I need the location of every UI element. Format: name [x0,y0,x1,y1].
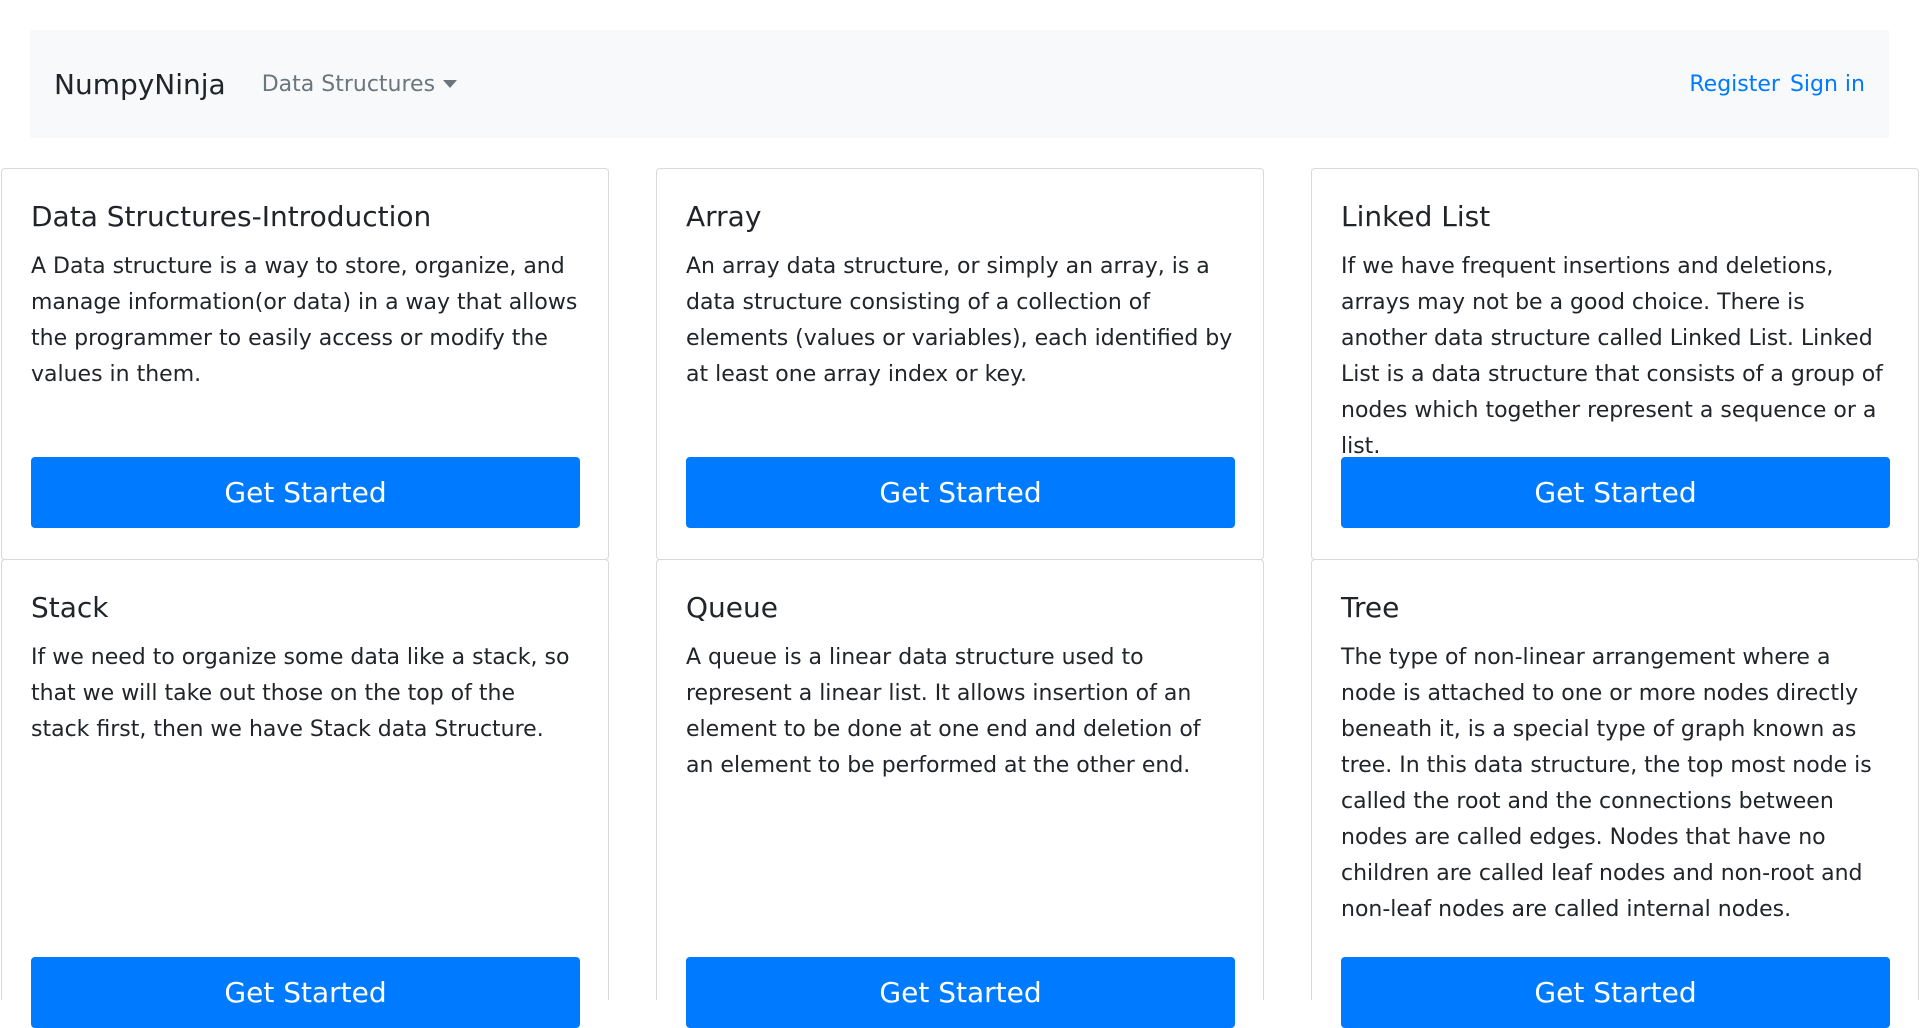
card-stack: Stack If we need to organize some data l… [1,559,609,1028]
card-queue: Queue A queue is a linear data structure… [656,559,1264,1028]
register-link[interactable]: Register [1689,71,1780,97]
card-title: Stack [31,591,109,624]
card-text: A queue is a linear data structure used … [686,645,1201,779]
dropdown-label: Data Structures [261,71,436,97]
card-title: Queue [686,591,778,624]
get-started-button[interactable]: Get Started [686,457,1235,528]
auth-links: Register Sign in [1689,72,1865,97]
card-tree: Tree The type of non-linear arrangement … [1311,559,1919,1028]
get-started-button[interactable]: Get Started [31,457,580,528]
get-started-button[interactable]: Get Started [686,957,1235,1028]
card-text: An array data structure, or simply an ar… [686,254,1233,388]
card-title: Data Structures-Introduction [31,200,432,233]
card-data-structures-introduction: Data Structures-Introduction A Data stru… [1,168,609,560]
card-linked-list: Linked List If we have frequent insertio… [1311,168,1919,560]
card-text: If we have frequent insertions and delet… [1341,254,1883,460]
card-text: The type of non-linear arrangement where… [1341,645,1872,923]
get-started-button[interactable]: Get Started [1341,957,1890,1028]
card-title: Tree [1341,591,1400,624]
card-array: Array An array data structure, or simply… [656,168,1264,560]
caret-down-icon [443,80,458,88]
get-started-button[interactable]: Get Started [1341,457,1890,528]
card-text: A Data structure is a way to store, orga… [31,254,578,388]
get-started-button[interactable]: Get Started [31,957,580,1028]
data-structures-dropdown[interactable]: Data Structures [261,71,458,97]
navbar: NumpyNinja Data Structures Register Sign… [30,30,1889,138]
card-title: Linked List [1341,200,1491,233]
card-text: If we need to organize some data like a … [31,645,570,743]
brand-link[interactable]: NumpyNinja [54,67,226,101]
card-title: Array [686,200,762,233]
signin-link[interactable]: Sign in [1789,71,1865,97]
